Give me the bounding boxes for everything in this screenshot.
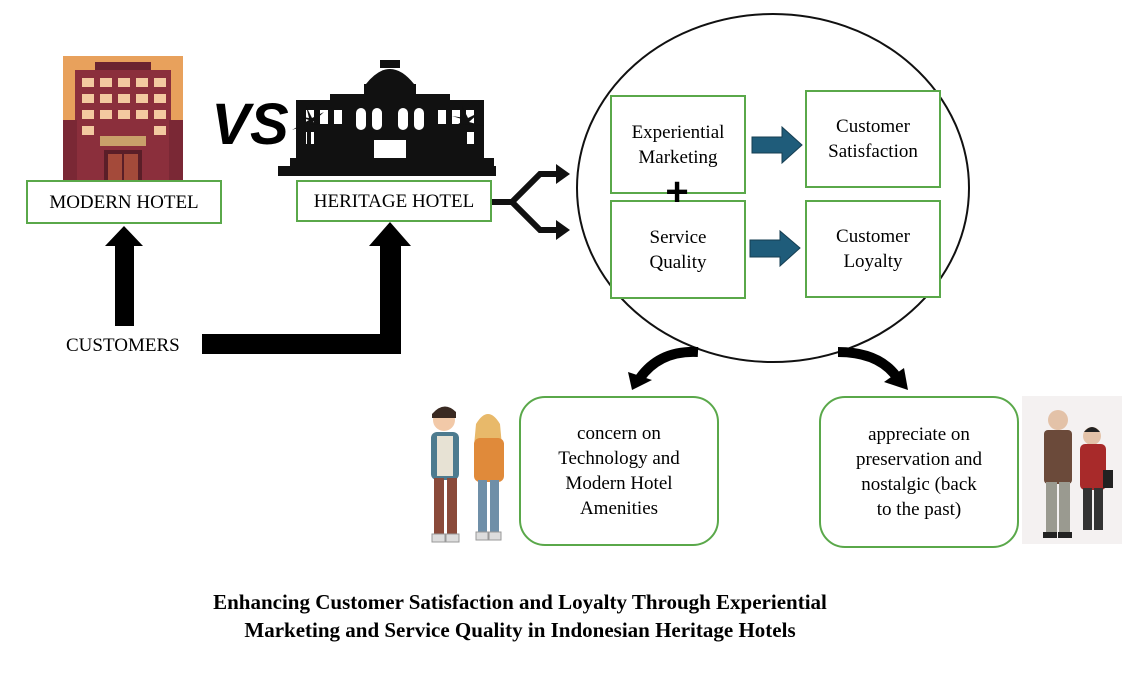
heritage-hotel-image	[278, 60, 496, 176]
customer-satisfaction-label: Customer Satisfaction	[828, 116, 918, 162]
blue-arrow-loyalty	[749, 229, 801, 268]
customers-arrows	[105, 222, 411, 354]
curved-arrow-left	[628, 346, 699, 390]
branch-arrow	[490, 171, 558, 233]
elderly-couple-image	[1022, 396, 1122, 544]
modern-hotel-label: MODERN HOTEL	[49, 191, 199, 213]
plus-sign: +	[665, 170, 689, 214]
customer-loyalty-box: Customer Loyalty	[805, 200, 941, 298]
modern-outcome-label: concern on Technology and Modern Hotel A…	[558, 423, 680, 519]
experiential-marketing-label: Experiential Marketing	[631, 121, 725, 168]
modern-outcome-box: concern on Technology and Modern Hotel A…	[519, 396, 719, 546]
vs-icon: VS	[211, 92, 289, 157]
customer-satisfaction-box: Customer Satisfaction	[805, 90, 941, 188]
customer-loyalty-label: Customer Loyalty	[836, 226, 910, 272]
heritage-outcome-label: appreciate on preservation and nostalgic…	[855, 424, 983, 520]
heritage-hotel-box: HERITAGE HOTEL	[296, 180, 492, 222]
service-quality-box: Service Quality	[610, 200, 746, 299]
modern-hotel-box: MODERN HOTEL	[26, 180, 222, 224]
experiential-marketing-box: Experiential Marketing	[610, 95, 746, 194]
heritage-outcome-box: appreciate on preservation and nostalgic…	[819, 396, 1019, 548]
svg-text:VS: VS	[211, 92, 289, 157]
blue-arrow-satisfaction	[751, 125, 803, 165]
branch-arrow-heads	[556, 164, 570, 240]
service-quality-label: Service Quality	[649, 226, 707, 273]
young-couple-image	[431, 406, 504, 543]
customers-label: CUSTOMERS	[66, 335, 180, 356]
figure-caption: Enhancing Customer Satisfaction and Loya…	[213, 590, 827, 642]
curved-arrow-right	[837, 347, 908, 390]
heritage-hotel-label: HERITAGE HOTEL	[313, 190, 475, 212]
modern-hotel-image	[63, 56, 183, 180]
